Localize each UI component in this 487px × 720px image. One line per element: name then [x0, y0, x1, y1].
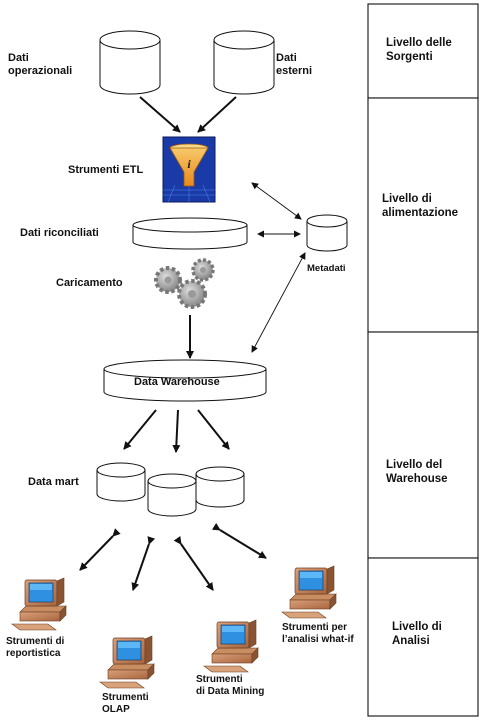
level-box-warehouse: [367, 331, 479, 559]
reporting-computer-icon: [11, 577, 67, 631]
arrow-warehouse-to-mart-2: [172, 409, 181, 453]
level-analysis-label: Livello di Analisi: [392, 621, 442, 647]
arrow-etl-metadata: [251, 182, 302, 220]
level-box-feeding: [367, 97, 479, 333]
operational-data-cylinder: [99, 30, 161, 95]
external-data-cylinder: [213, 30, 275, 95]
etl-funnel-icon: i: [162, 136, 216, 203]
datamart-label: Data mart: [28, 476, 79, 488]
arrow-mart-data-mining: [173, 535, 214, 591]
metadata-label: Metadati: [307, 263, 346, 274]
arrow-mart-olap: [131, 536, 156, 591]
arrow-operational-to-etl: [139, 96, 181, 133]
arrow-warehouse-to-mart-3: [197, 409, 230, 450]
arrow-external-to-etl: [197, 96, 237, 133]
level-box-sources: [367, 3, 479, 99]
data-warehouse-label: Data Warehouse: [134, 376, 220, 388]
gears-icon: [154, 258, 215, 309]
what-if-computer-icon: [281, 565, 337, 619]
data-warehouse-cylinder: [103, 359, 267, 402]
olap-tools-label: Strumenti OLAP: [102, 692, 149, 715]
arrow-warehouse-to-mart-1: [123, 409, 157, 450]
etl-tools-label: Strumenti ETL: [68, 164, 144, 176]
svg-text:i: i: [187, 157, 191, 171]
level-box-analysis: [367, 557, 479, 717]
reporting-tools-label: Strumenti di reportistica: [6, 636, 65, 659]
reconciled-data-label: Dati riconciliati: [20, 227, 99, 239]
data-mining-tools-label: Strumenti di Data Mining: [196, 674, 265, 697]
datamart-cylinder-1: [96, 462, 146, 502]
reconciled-data-cylinder: [132, 217, 248, 250]
level-feeding-label: Livello di alimentazione: [382, 193, 459, 219]
datamart-cylinder-3: [195, 466, 245, 508]
datamart-cylinder-2: [147, 473, 197, 517]
level-sources-label: Livello delle Sorgenti: [386, 37, 452, 63]
loading-label: Caricamento: [56, 277, 123, 289]
data-mining-computer-icon: [203, 619, 259, 673]
level-warehouse-label: Livello del Warehouse: [386, 459, 448, 485]
metadata-cylinder: [306, 214, 348, 252]
arrow-warehouse-metadata: [251, 252, 306, 353]
external-data-label: Dati esterni: [276, 52, 313, 77]
olap-computer-icon: [99, 635, 155, 689]
level-boxes: [367, 3, 479, 717]
what-if-tools-label: Strumenti per l’analisi what-if: [282, 622, 354, 645]
operational-data-label: Dati operazionali: [8, 52, 73, 77]
arrow-mart-reporting: [79, 528, 121, 571]
arrow-mart-what-if: [211, 522, 267, 559]
